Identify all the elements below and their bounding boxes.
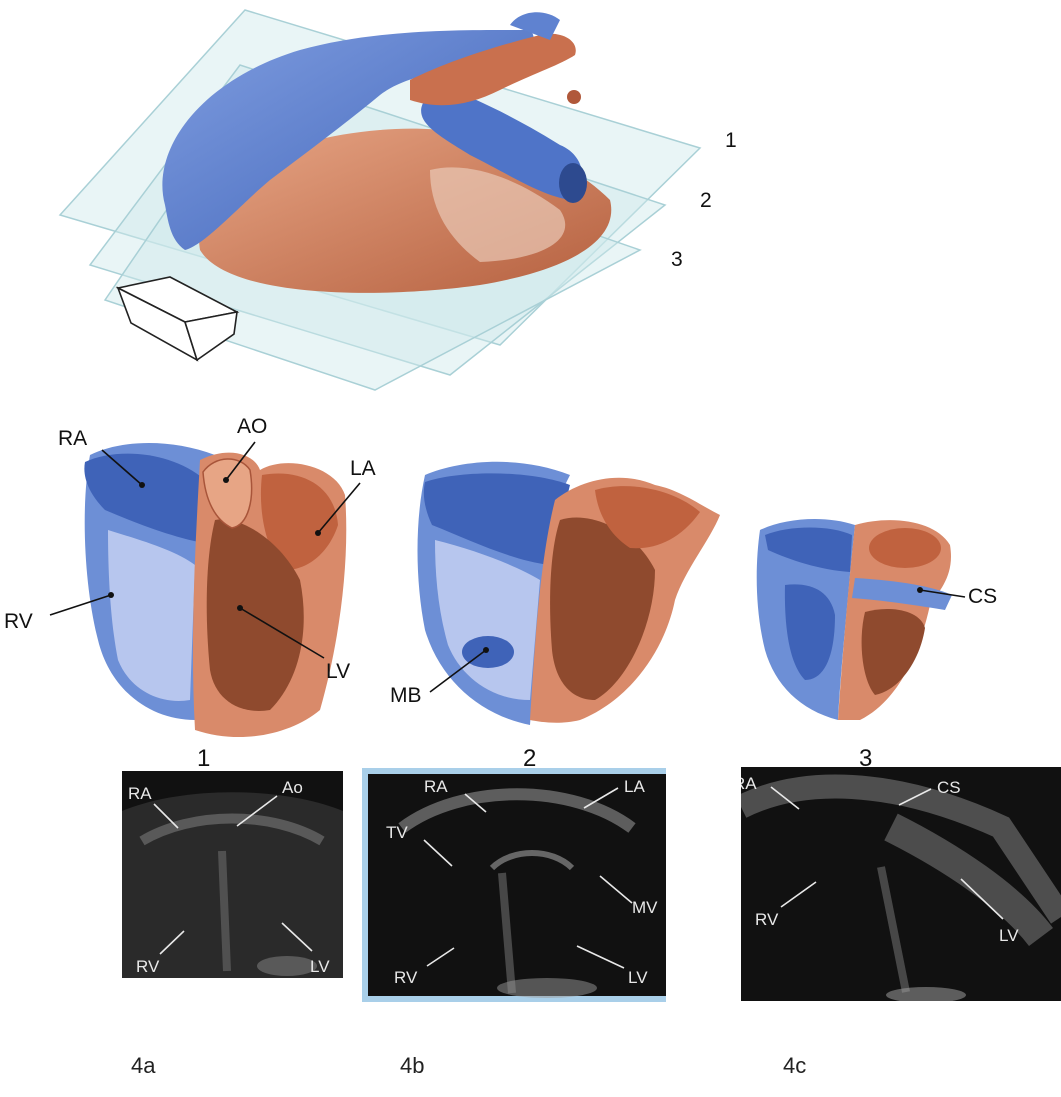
caption-4a: 4a bbox=[131, 1053, 155, 1079]
heart-section-3: CS 3 bbox=[740, 400, 1061, 770]
vena-cava-opening bbox=[559, 163, 587, 203]
label-mb: MB bbox=[390, 684, 422, 707]
label-ao: AO bbox=[237, 415, 267, 438]
heart-section-1: RA AO LA RV LV 1 bbox=[0, 400, 380, 770]
plane-number-2: 2 bbox=[700, 189, 712, 212]
echo-4b-label-tv: TV bbox=[386, 823, 408, 842]
echo-4a-label-ra: RA bbox=[128, 784, 152, 803]
echo-4a-label-lv: LV bbox=[310, 957, 330, 976]
section3-la-cavity bbox=[869, 528, 941, 568]
caption-4b: 4b bbox=[400, 1053, 424, 1079]
echo-4a-label-rv: RV bbox=[136, 957, 160, 976]
label-lv: LV bbox=[326, 660, 350, 683]
section-number-2: 2 bbox=[523, 745, 536, 770]
label-la: LA bbox=[350, 457, 376, 480]
label-cs: CS bbox=[968, 585, 997, 608]
echo-4b-label-rv: RV bbox=[394, 968, 418, 987]
echo-image-4a: RA Ao RV LV bbox=[122, 771, 343, 978]
label-rv: RV bbox=[4, 610, 33, 633]
echo-image-4c: RA CS RV LV bbox=[741, 767, 1061, 1001]
echo-4b-label-lv: LV bbox=[628, 968, 648, 987]
plane-number-3: 3 bbox=[671, 248, 683, 271]
echo-4b-label-ra: RA bbox=[424, 777, 448, 796]
heart-section-2: MB 2 bbox=[380, 400, 730, 770]
echo-4c-label-rv: RV bbox=[755, 910, 779, 929]
echo-4a-label-ao: Ao bbox=[282, 778, 303, 797]
echo-4b-label-la: LA bbox=[624, 777, 645, 796]
echo-image-4b: RA LA TV MV RV LV bbox=[362, 768, 666, 1002]
echo-4b-label-mv: MV bbox=[632, 898, 658, 917]
echo-4c-label-ra: RA bbox=[741, 774, 757, 793]
plane-number-1: 1 bbox=[725, 129, 737, 152]
heart-3d-diagram: 1 2 3 bbox=[0, 0, 760, 400]
caption-4c: 4c bbox=[783, 1053, 806, 1079]
section3-lv-cavity bbox=[862, 609, 925, 695]
echo-4c-label-cs: CS bbox=[937, 778, 961, 797]
label-ra: RA bbox=[58, 427, 87, 450]
heart-vessel-stub bbox=[567, 90, 581, 104]
section-number-1: 1 bbox=[197, 745, 210, 770]
echo-4c-label-lv: LV bbox=[999, 926, 1019, 945]
